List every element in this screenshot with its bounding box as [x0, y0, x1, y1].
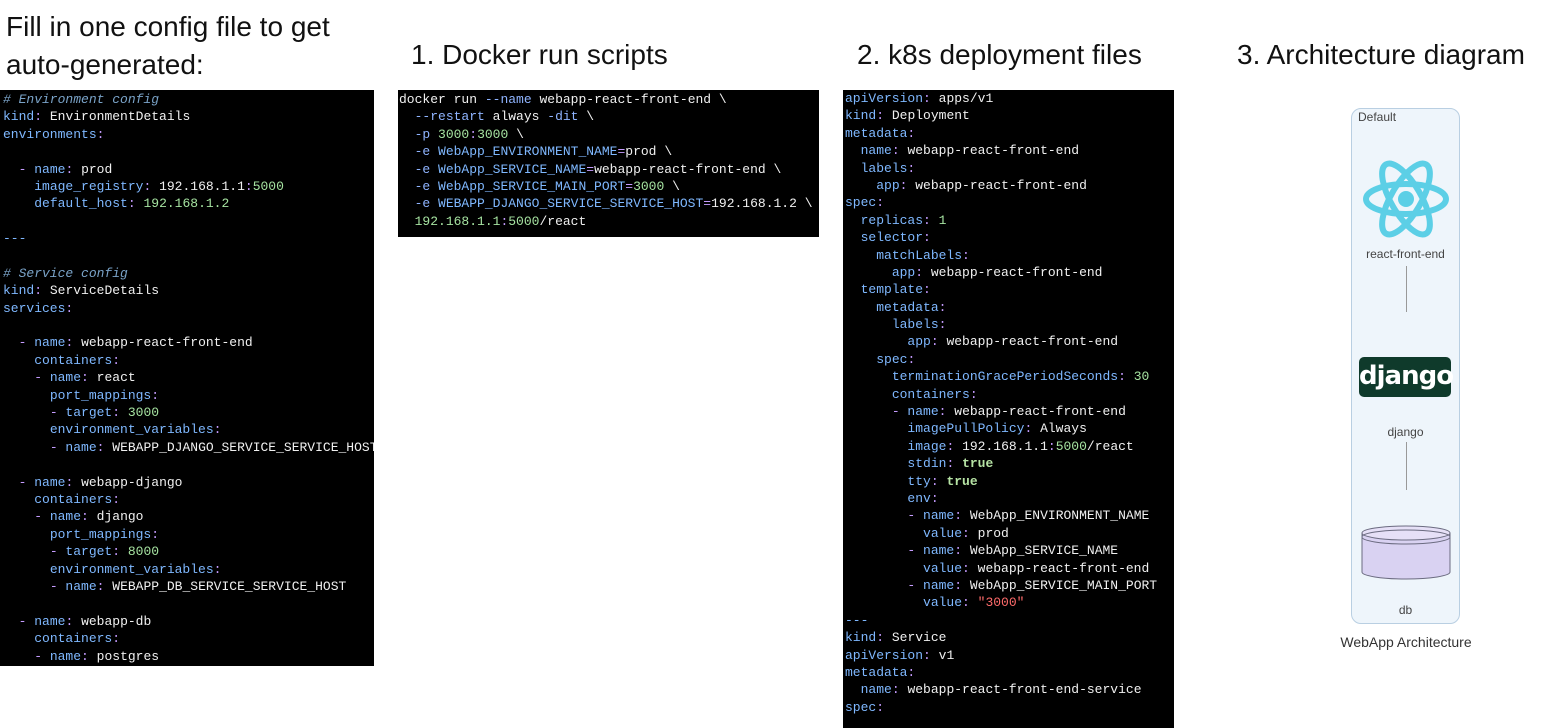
config-file-line: default_host: 192.168.1.2 [34, 196, 230, 212]
diagram-caption: WebApp Architecture [1340, 634, 1472, 650]
k8s-file-line: spec: [845, 195, 885, 211]
config-file-line: # Service config [3, 265, 128, 281]
config-file-line: environments: [3, 126, 105, 142]
config-file-line: containers: [34, 352, 121, 368]
config-file-line [3, 456, 374, 473]
docker-script-line: 192.168.1.1:5000/react [414, 213, 587, 229]
k8s-file-line: - name: WebApp_SERVICE_MAIN_PORT [907, 577, 1158, 593]
k8s-file-line: name: webapp-react-front-end [860, 143, 1080, 159]
config-file-line: kind: ServiceDetails [3, 283, 160, 299]
k8s-file-line: apiVersion: apps/v1 [845, 91, 994, 106]
k8s-file-line: tty: true [907, 473, 978, 489]
docker-script-line: -e WebApp_ENVIRONMENT_NAME=prod \ [414, 144, 673, 160]
config-file-panel: # Environment config kind: EnvironmentDet… [0, 90, 374, 666]
config-file-line: - name: postgres [34, 648, 160, 664]
connector-django-db [1406, 442, 1407, 490]
config-file-line: - name: WEBAPP_DB_SERVICE_SERVICE_HOST [49, 578, 347, 594]
config-file-line: - name: django [34, 509, 144, 525]
django-logo-icon: django [1359, 357, 1454, 397]
db-node-label: db [1398, 603, 1413, 617]
k8s-file-line: metadata: [845, 664, 916, 680]
config-file-line: containers: [34, 631, 121, 647]
k8s-file-line: labels: [891, 317, 947, 333]
config-file-line [3, 248, 374, 265]
config-file-line: port_mappings: [49, 387, 160, 403]
k8s-file-line: labels: [860, 160, 916, 176]
react-logo-icon [1363, 160, 1449, 238]
k8s-file-line: app: webapp-react-front-end [876, 177, 1087, 193]
config-file-line: - name: webapp-django [18, 474, 183, 490]
docker-script-line: -e WEBAPP_DJANGO_SERVICE_SERVICE_HOST=19… [414, 196, 813, 212]
config-file-line: containers: [34, 491, 121, 507]
k8s-file-line: matchLabels: [876, 247, 970, 263]
config-file-line: - target: 8000 [49, 544, 160, 560]
k8s-file-line: value: "3000" [923, 595, 1025, 611]
config-file-line: port_mappings: [3, 665, 374, 667]
k8s-file-line: name: webapp-react-front-end-service [860, 682, 1142, 698]
docker-script-line: -p 3000:3000 \ [414, 126, 524, 142]
k8s-file-line: app: webapp-react-front-end [891, 264, 1103, 280]
k8s-file-line: metadata: [876, 299, 947, 315]
docker-script-line: --restart always -dit \ [414, 109, 595, 125]
config-file-line: kind: EnvironmentDetails [3, 109, 191, 125]
group-label: Default [1358, 110, 1397, 124]
k8s-file-line: metadata: [845, 125, 916, 141]
k8s-file-line: - name: WebApp_SERVICE_NAME [907, 543, 1119, 559]
k8s-file-line: terminationGracePeriodSeconds: 30 [891, 369, 1150, 385]
k8s-file-line: imagePullPolicy: Always [907, 421, 1087, 437]
k8s-file-line: replicas: 1 [860, 212, 947, 228]
config-file-line: - name: webapp-db [18, 613, 152, 629]
k8s-file-line: template: [860, 282, 931, 298]
config-file-line: - name: webapp-react-front-end [18, 335, 253, 351]
config-file-line [3, 595, 374, 612]
k8s-file-line: value: prod [923, 525, 1009, 541]
k8s-file-line: image: 192.168.1.1:5000/react [907, 438, 1134, 454]
k8s-file-line: apiVersion: v1 [845, 647, 955, 663]
architecture-diagram: Default react-front-end django django db… [1330, 100, 1482, 660]
k8s-file-line: --- [845, 612, 869, 628]
k8s-file-line: stdin: true [907, 456, 994, 472]
config-file-line [3, 143, 374, 160]
docker-script-line: docker run --name webapp-react-front-end… [399, 92, 727, 107]
k8s-file-line: selector: [860, 230, 931, 246]
django-node-label: django [1387, 425, 1424, 439]
config-file-line: port_mappings: [49, 526, 160, 542]
k8s-file-line: value: webapp-react-front-end [923, 560, 1150, 576]
config-file-line: - name: react [34, 370, 136, 386]
config-file-line: environment_variables: [49, 422, 222, 438]
config-file-line [3, 317, 374, 334]
k8s-file-line: env: [907, 490, 939, 506]
k8s-file-line: spec: [876, 351, 916, 367]
k8s-heading: 2. k8s deployment files [857, 39, 1142, 70]
k8s-file-line: kind: Service [845, 630, 947, 646]
k8s-file-line: - name: webapp-react-front-end [891, 404, 1126, 420]
config-file-line [3, 213, 374, 230]
config-file-line: --- [3, 231, 27, 247]
config-file-line: # Environment config [3, 92, 160, 107]
k8s-file-line: kind: Deployment [845, 108, 970, 124]
config-heading-line2: auto-generated: [6, 49, 204, 80]
config-file-line: - target: 3000 [49, 405, 160, 421]
k8s-file-line: spec: [845, 699, 885, 715]
k8s-file-line: - name: WebApp_ENVIRONMENT_NAME [907, 508, 1150, 524]
database-cylinder-icon [1361, 525, 1451, 580]
connector-react-django [1406, 266, 1407, 312]
k8s-file-line: containers: [891, 386, 978, 402]
config-heading-line1: Fill in one config file to get [6, 11, 330, 42]
config-file-line: environment_variables: [49, 561, 222, 577]
config-file-line: image_registry: 192.168.1.1:5000 [34, 178, 284, 194]
architecture-heading: 3. Architecture diagram [1237, 39, 1525, 70]
config-file-line: services: [3, 300, 74, 316]
react-node-label: react-front-end [1366, 247, 1445, 261]
docker-script-line: -e WebApp_SERVICE_MAIN_PORT=3000 \ [414, 178, 680, 194]
config-file-line: - name: prod [18, 161, 113, 177]
config-file-line: - name: WEBAPP_DJANGO_SERVICE_SERVICE_HO… [49, 439, 374, 455]
docker-script-panel: docker run --name webapp-react-front-end… [398, 90, 819, 237]
docker-script-line: -e WebApp_SERVICE_NAME=webapp-react-fron… [414, 161, 782, 177]
docker-heading: 1. Docker run scripts [411, 39, 668, 70]
k8s-file-line: app: webapp-react-front-end [907, 334, 1119, 350]
